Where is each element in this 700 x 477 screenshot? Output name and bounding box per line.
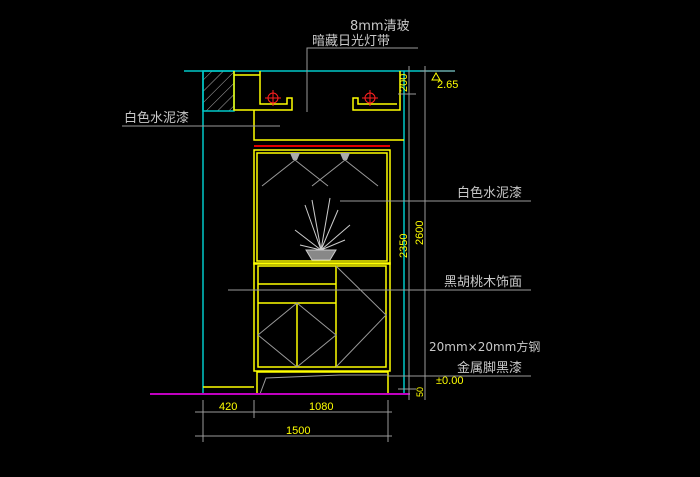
dim-total-height: 2600 — [414, 221, 426, 245]
dim-top-level: 2.65 — [437, 79, 458, 91]
light-fixture-icon — [265, 90, 378, 106]
dim-cabinet-width: 1080 — [309, 401, 333, 413]
label-white-paint-left: 白色水泥漆 — [124, 110, 189, 126]
label-glass: 8mm清玻 — [350, 19, 410, 34]
label-light-strip: 暗藏日光灯带 — [312, 34, 390, 49]
dim-top-height: 200 — [398, 74, 410, 92]
dim-inner-height: 2350 — [398, 234, 410, 258]
spotlight-icon — [261, 153, 379, 187]
display-niche — [253, 149, 391, 265]
label-metal-leg: 金属脚黑漆 — [457, 360, 522, 376]
label-steel: 20mm×20mm方钢 — [429, 339, 540, 354]
dim-base: 50 — [415, 387, 425, 397]
label-walnut: 黑胡桃木饰面 — [444, 275, 522, 290]
label-white-paint-right: 白色水泥漆 — [457, 185, 522, 201]
ceiling-light-box — [233, 71, 404, 147]
dim-left-width: 420 — [219, 401, 237, 413]
cabinet — [203, 262, 391, 395]
dim-total-width: 1500 — [286, 425, 310, 437]
flower-vase-icon — [294, 197, 351, 261]
hatched-beam — [202, 70, 235, 112]
leader-lines — [122, 47, 531, 442]
dim-floor-level: ±0.00 — [436, 375, 463, 387]
wall-outline — [184, 70, 455, 394]
